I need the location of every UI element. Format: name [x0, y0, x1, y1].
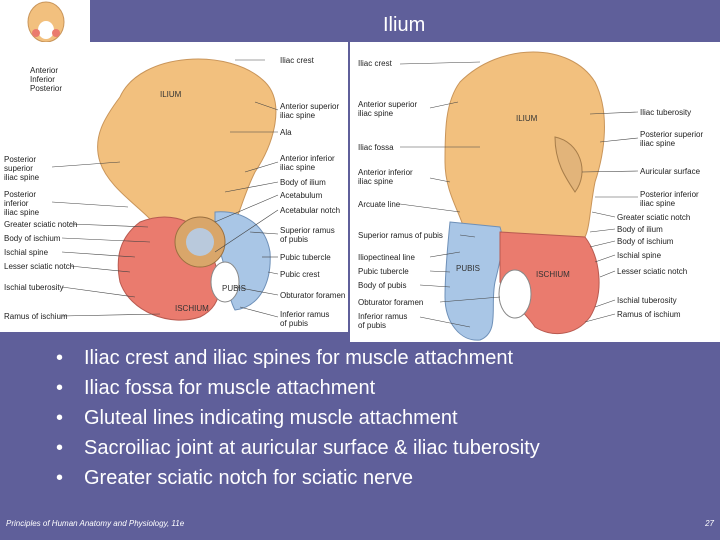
- slide-footer: Principles of Human Anatomy and Physiolo…: [6, 519, 185, 528]
- region-ischium-left: ISCHIUM: [175, 304, 209, 313]
- label-ramus-of-ischium: Ramus of ischium: [4, 312, 68, 321]
- label-arcuate-line: Arcuate line: [358, 200, 401, 209]
- label-ischial-spine-medial: Ischial spine: [617, 251, 662, 260]
- orientation-posterior: Posterior: [30, 84, 63, 93]
- pelvis-thumbnail-drawing: [27, 1, 65, 42]
- region-ilium-left: ILIUM: [160, 90, 182, 99]
- label-anterior-inferior-iliac-spine-medial: Anterior inferior iliac spine: [358, 168, 413, 186]
- label-superior-ramus-of-pubis-medial: Superior ramus of pubis: [358, 231, 443, 240]
- page-number: 27: [705, 519, 714, 528]
- region-ilium-right: ILIUM: [516, 114, 538, 123]
- label-anterior-superior-iliac-spine-medial: Anterior superior iliac spine: [358, 100, 418, 118]
- bullet-text: Sacroiliac joint at auricular surface & …: [84, 437, 540, 459]
- label-body-of-ilium-medial: Body of ilium: [617, 225, 663, 234]
- lateral-view-figure: Anterior Inferior Posterior ILIUM PUBIS …: [0, 42, 348, 332]
- label-body-of-ischium-medial: Body of ischium: [617, 237, 674, 246]
- bullet-marker: •: [56, 437, 64, 459]
- bullet-item: • Sacroiliac joint at auricular surface &…: [56, 433, 540, 463]
- label-lesser-sciatic-notch: Lesser sciatic notch: [4, 262, 75, 271]
- bullet-item: • Iliac fossa for muscle attachment: [56, 373, 540, 403]
- label-body-of-pubis: Body of pubis: [358, 281, 407, 290]
- label-posterior-inferior-iliac-spine-medial: Posterior inferior iliac spine: [640, 190, 699, 208]
- medial-view-figure: ILIUM PUBIS ISCHIUM Iliac crest Anterior…: [350, 42, 720, 342]
- label-obturator-foramen-medial: Obturator foramen: [358, 298, 424, 307]
- label-posterior-superior-iliac-spine: Posterior superior iliac spine: [4, 155, 40, 182]
- label-ramus-of-ischium-medial: Ramus of ischium: [617, 310, 681, 319]
- bullet-marker: •: [56, 347, 64, 369]
- label-anterior-inferior-iliac-spine: Anterior inferior iliac spine: [280, 154, 335, 172]
- label-iliac-fossa: Iliac fossa: [358, 143, 394, 152]
- label-acetabulum: Acetabulum: [280, 191, 323, 200]
- label-pubic-crest: Pubic crest: [280, 270, 320, 279]
- bullet-marker: •: [56, 407, 64, 429]
- label-posterior-inferior-iliac-spine: Posterior inferior iliac spine: [4, 190, 40, 217]
- bullet-item: • Iliac crest and iliac spines for muscle…: [56, 343, 540, 373]
- label-body-of-ischium: Body of ischium: [4, 234, 61, 243]
- label-posterior-superior-iliac-spine-medial: Posterior superior iliac spine: [640, 130, 704, 148]
- label-lesser-sciatic-notch-medial: Lesser sciatic notch: [617, 267, 688, 276]
- label-auricular-surface: Auricular surface: [640, 167, 701, 176]
- orientation-inferior: Inferior: [30, 75, 55, 84]
- orientation-anterior: Anterior: [30, 66, 59, 75]
- region-pubis-right: PUBIS: [456, 264, 481, 273]
- bullet-item: • Greater sciatic notch for sciatic nerve: [56, 463, 540, 493]
- slide-title: Ilium: [383, 14, 426, 36]
- label-obturator-foramen: Obturator foramen: [280, 291, 346, 300]
- label-greater-sciatic-notch: Greater sciatic notch: [4, 220, 78, 229]
- label-pubic-tubercle-medial: Pubic tubercle: [358, 267, 409, 276]
- bullet-text: Greater sciatic notch for sciatic nerve: [84, 467, 414, 489]
- label-pubic-tubercle: Pubic tubercle: [280, 253, 331, 262]
- label-iliac-crest: Iliac crest: [280, 56, 314, 65]
- region-ischium-right: ISCHIUM: [536, 270, 570, 279]
- label-inferior-ramus-of-pubis-medial: Inferior ramus of pubis: [358, 312, 408, 330]
- lateral-hip-bone-drawing: [51, 58, 279, 321]
- bullet-item: • Gluteal lines indicating muscle attachm…: [56, 403, 540, 433]
- bullet-text: Gluteal lines indicating muscle attachme…: [84, 407, 458, 429]
- pelvis-thumbnail: [0, 0, 90, 42]
- label-greater-sciatic-notch-medial: Greater sciatic notch: [617, 213, 691, 222]
- region-pubis-left: PUBIS: [222, 284, 247, 293]
- bullet-text: Iliac crest and iliac spines for muscle …: [84, 347, 514, 369]
- bullet-marker: •: [56, 467, 64, 489]
- label-iliopectineal-line: Iliopectineal line: [358, 253, 415, 262]
- label-ala: Ala: [280, 128, 292, 137]
- medial-hip-bone-drawing: [399, 51, 639, 341]
- bullet-list: • Iliac crest and iliac spines for muscle…: [56, 343, 540, 493]
- label-ischial-spine: Ischial spine: [4, 248, 49, 257]
- bullet-text: Iliac fossa for muscle attachment: [84, 377, 376, 399]
- label-acetabular-notch: Acetabular notch: [280, 206, 341, 215]
- label-iliac-crest-medial: Iliac crest: [358, 59, 392, 68]
- label-ischial-tuberosity-medial: Ischial tuberosity: [617, 296, 677, 305]
- label-body-of-ilium: Body of ilium: [280, 178, 326, 187]
- label-inferior-ramus-of-pubis: Inferior ramus of pubis: [280, 310, 330, 328]
- label-ischial-tuberosity: Ischial tuberosity: [4, 283, 64, 292]
- label-iliac-tuberosity: Iliac tuberosity: [640, 108, 692, 117]
- label-superior-ramus-of-pubis: Superior ramus of pubis: [280, 226, 335, 244]
- label-anterior-superior-iliac-spine: Anterior superior iliac spine: [280, 102, 340, 120]
- bullet-marker: •: [56, 377, 64, 399]
